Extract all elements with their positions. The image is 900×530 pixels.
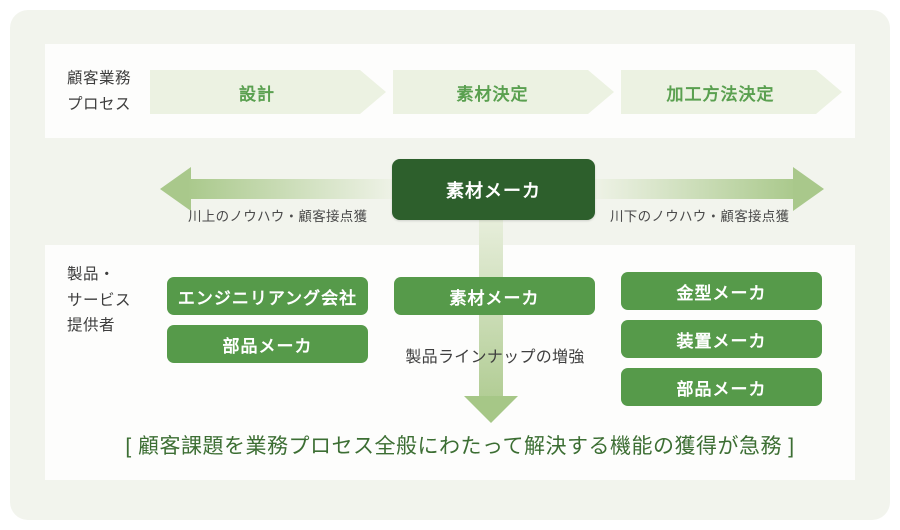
provider-box-mold-maker-label: 金型メーカ bbox=[676, 283, 767, 303]
provider-box-material-maker-label: 素材メーカ bbox=[449, 288, 540, 308]
material-maker-hub-box: 素材メーカ bbox=[392, 159, 595, 220]
left-arrow-shaft bbox=[189, 179, 392, 199]
providers-label-line1: 製品・ bbox=[67, 266, 116, 283]
provider-box-parts-maker-left-label: 部品メーカ bbox=[222, 336, 313, 356]
provider-box-material-maker: 素材メーカ bbox=[394, 277, 595, 315]
process-step-processing-method: 加工方法決定 bbox=[621, 70, 842, 114]
provider-box-parts-maker-left: 部品メーカ bbox=[167, 325, 368, 363]
process-step-design: 設計 bbox=[150, 70, 386, 114]
downstream-knowhow-note: 川下のノウハウ・顧客接点獲 bbox=[610, 209, 790, 224]
process-step-processing-method-label: 加工方法決定 bbox=[666, 84, 775, 104]
providers-label-line3: 提供者 bbox=[67, 317, 116, 335]
right-arrow-shaft bbox=[595, 179, 795, 199]
product-lineup-note: 製品ラインナップの増強 bbox=[405, 349, 585, 366]
provider-box-mold-maker: 金型メーカ bbox=[621, 272, 822, 310]
provider-box-parts-maker-right-label: 部品メーカ bbox=[676, 379, 767, 399]
provider-box-engineering-company: エンジニリアング会社 bbox=[167, 277, 368, 315]
process-step-material-decision: 素材決定 bbox=[393, 70, 614, 114]
provider-box-parts-maker-right: 部品メーカ bbox=[621, 368, 822, 406]
providers-label-line2: サービス bbox=[67, 291, 132, 309]
provider-box-equipment-maker: 装置メーカ bbox=[621, 320, 822, 358]
providers-label: 製品・ サービス 提供者 bbox=[67, 262, 131, 339]
customer-process-label: 顧客業務 プロセス bbox=[67, 66, 131, 117]
process-step-material-decision-label: 素材決定 bbox=[456, 84, 529, 104]
upstream-knowhow-note: 川上のノウハウ・顧客接点獲 bbox=[188, 209, 368, 224]
material-maker-hub-label: 素材メーカ bbox=[446, 180, 541, 201]
provider-box-engineering-company-label: エンジニリアング会社 bbox=[177, 288, 358, 308]
process-step-design-label: 設計 bbox=[239, 84, 275, 104]
customer-process-label-line1: 顧客業務 bbox=[67, 70, 132, 87]
footer-conclusion-text: [ 顧客課題を業務プロセス全般にわたって解決する機能の獲得が急務 ] bbox=[125, 435, 795, 458]
provider-box-equipment-maker-label: 装置メーカ bbox=[676, 331, 767, 351]
customer-process-label-line2: プロセス bbox=[67, 95, 132, 113]
